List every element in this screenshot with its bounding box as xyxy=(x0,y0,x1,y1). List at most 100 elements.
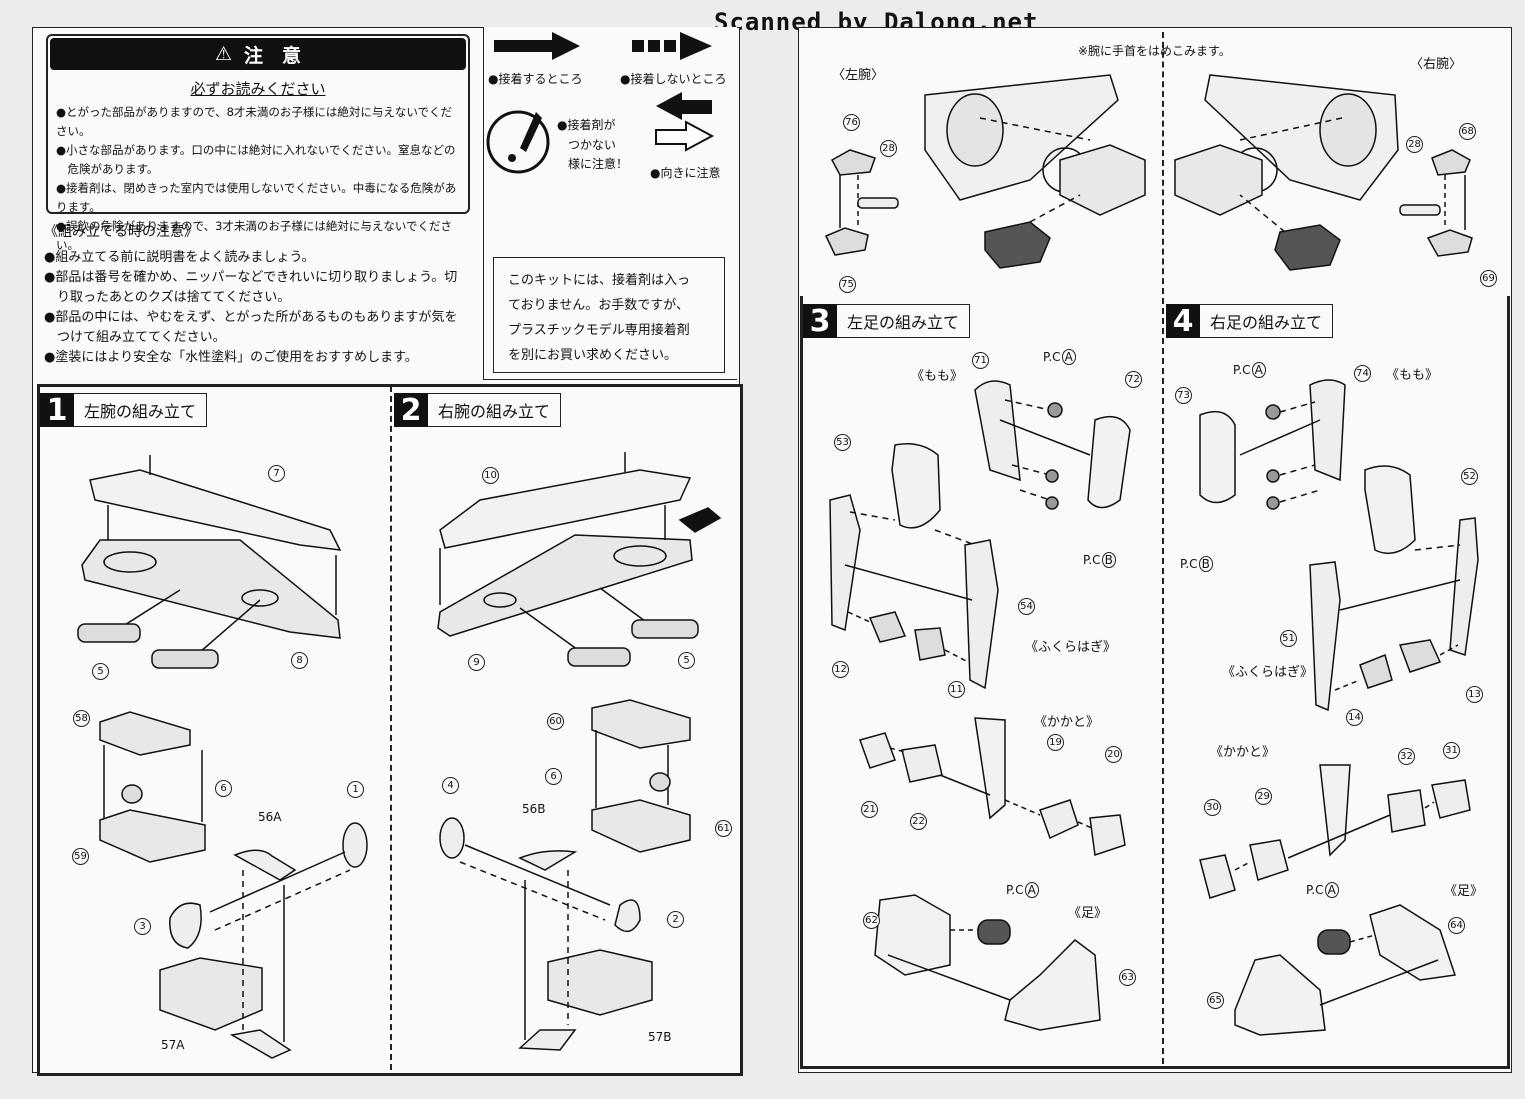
step-4-foot-label: 《足》 xyxy=(1444,884,1484,899)
part-number: 51 xyxy=(1280,630,1297,647)
part-number: 2 xyxy=(667,911,684,928)
part-number: 32 xyxy=(1398,748,1415,765)
step-2-header: 2 右腕の組み立て xyxy=(394,393,562,428)
part-number: 62 xyxy=(863,912,880,929)
part-number: 71 xyxy=(972,352,989,369)
assembly-note: り取ったあとのクズは捨ててください。 xyxy=(44,290,291,305)
part-number: 65 xyxy=(1207,992,1224,1009)
part-number: 74 xyxy=(1354,365,1371,382)
part-number: 5 xyxy=(678,652,695,669)
glue-notice-line: を別にお買い求めください。 xyxy=(508,348,678,363)
step-3-header: 3 左足の組み立て xyxy=(803,304,971,339)
caution-item: ●小さな部品があります。口の中には絶対に入れないでください。窒息などの xyxy=(56,143,456,157)
part-number: 68 xyxy=(1459,123,1476,140)
part-number: 58 xyxy=(73,710,90,727)
assembly-note: ●組み立てる前に説明書をよく読みましょう。 xyxy=(44,250,315,265)
part-number: 63 xyxy=(1119,969,1136,986)
step-3-heel-label: 《かかと》 xyxy=(1034,715,1100,730)
part-number: 52 xyxy=(1461,468,1478,485)
part-number: 60 xyxy=(547,713,564,730)
step-1-title: 左腕の組み立て xyxy=(74,393,208,427)
step-1-number: 1 xyxy=(40,393,74,428)
step-4-header: 4 右足の組み立て xyxy=(1166,304,1334,339)
part-number: 7 xyxy=(268,465,285,482)
divider-1-2 xyxy=(390,386,392,1070)
part-label: 57B xyxy=(648,1030,672,1044)
assembly-notes: 《組み立てる時の注意》 ●組み立てる前に説明書をよく読みましょう。 ●部品は番号… xyxy=(44,222,474,368)
glue-notice: このキットには、接着剤は入っ ておりません。お手数ですが、 プラスチックモデル専… xyxy=(493,257,725,373)
step-2-title: 右腕の組み立て xyxy=(428,393,562,427)
part-number: 69 xyxy=(1480,270,1497,287)
step-4-calf-label: 《ふくらはぎ》 xyxy=(1222,665,1314,680)
step-4-thigh-label: 《もも》 xyxy=(1386,368,1439,383)
part-number: 28 xyxy=(1406,136,1423,153)
part-number: 11 xyxy=(948,681,965,698)
assembly-note: つけて組み立ててください。 xyxy=(44,330,226,345)
polycap-letter: A xyxy=(1024,882,1039,898)
step-1-header: 1 左腕の組み立て xyxy=(40,393,208,428)
step-3-thigh-label: 《もも》 xyxy=(911,369,964,384)
must-read: 必ずお読みください xyxy=(190,80,326,98)
step-3-foot-label: 《足》 xyxy=(1068,906,1108,921)
part-number: 8 xyxy=(291,652,308,669)
part-number: 31 xyxy=(1443,742,1460,759)
polycap-letter: B xyxy=(1198,556,1213,572)
glue-notice-line: ておりません。お手数ですが、 xyxy=(508,298,689,313)
left-arm-label: 〈左腕〉 xyxy=(832,68,885,83)
part-label: 56B xyxy=(522,802,546,816)
part-number: 28 xyxy=(880,140,897,157)
part-number: 29 xyxy=(1255,788,1272,805)
hands-divider xyxy=(1162,32,1164,294)
part-number: 64 xyxy=(1448,917,1465,934)
hands-section xyxy=(800,28,1508,298)
hands-note: ※腕に手首をはめこみます。 xyxy=(1078,44,1231,58)
part-number: 14 xyxy=(1346,709,1363,726)
divider-3-4 xyxy=(1162,298,1164,1064)
step-2-number: 2 xyxy=(394,393,428,428)
part-number: 13 xyxy=(1466,686,1483,703)
caution-item: ●とがった部品がありますので、8才未満のお子様には絶対に与えないでください。 xyxy=(56,105,453,138)
polycap-letter: A xyxy=(1324,882,1339,898)
legend-direction: ●向きに注意 xyxy=(650,166,721,180)
assembly-note: ●部品の中には、やむをえず、とがった所があるものもありますが気を xyxy=(44,310,458,325)
step-4-title: 右足の組み立て xyxy=(1200,304,1334,338)
part-number: 6 xyxy=(215,780,232,797)
assembly-note: ●部品は番号を確かめ、ニッパーなどできれいに切り取りましょう。切 xyxy=(44,270,458,285)
part-number: 30 xyxy=(1204,799,1221,816)
legend-careful-2: つかない xyxy=(568,138,617,152)
right-arm-label: 〈右腕〉 xyxy=(1410,57,1463,72)
polycap-prefix: P.C xyxy=(1043,350,1061,364)
part-number: 72 xyxy=(1125,371,1142,388)
legend-no-glue: ●接着しないところ xyxy=(620,72,727,86)
caution-title-bar: ⚠ 注 意 xyxy=(50,38,466,70)
step-3-calf-label: 《ふくらはぎ》 xyxy=(1025,640,1117,655)
part-number: 10 xyxy=(482,467,499,484)
part-number: 75 xyxy=(839,276,856,293)
part-number: 20 xyxy=(1105,746,1122,763)
part-number: 59 xyxy=(72,848,89,865)
part-number: 12 xyxy=(832,661,849,678)
part-number: 61 xyxy=(715,820,732,837)
caution-list: ●とがった部品がありますので、8才未満のお子様には絶対に与えないでください。 ●… xyxy=(48,99,468,259)
polycap-prefix: P.C xyxy=(1306,883,1324,897)
legend-careful-3: 様に注意！ xyxy=(568,157,629,171)
part-number: 1 xyxy=(347,781,364,798)
caution-item: ●接着剤は、閉めきった室内では使用しないでください。中毒になる危険があります。 xyxy=(56,181,457,214)
part-number: 73 xyxy=(1175,387,1192,404)
steps-3-4-frame xyxy=(800,296,1510,1069)
polycap-letter: A xyxy=(1251,362,1266,378)
polycap-letter: B xyxy=(1101,552,1116,568)
part-number: 22 xyxy=(910,813,927,830)
part-number: 54 xyxy=(1018,598,1035,615)
polycap-prefix: P.C xyxy=(1233,363,1251,377)
assembly-note: ●塗装にはより安全な「水性塗料」のご使用をおすすめします。 xyxy=(44,350,418,365)
part-number: 53 xyxy=(834,434,851,451)
part-number: 6 xyxy=(545,768,562,785)
part-number: 4 xyxy=(442,777,459,794)
